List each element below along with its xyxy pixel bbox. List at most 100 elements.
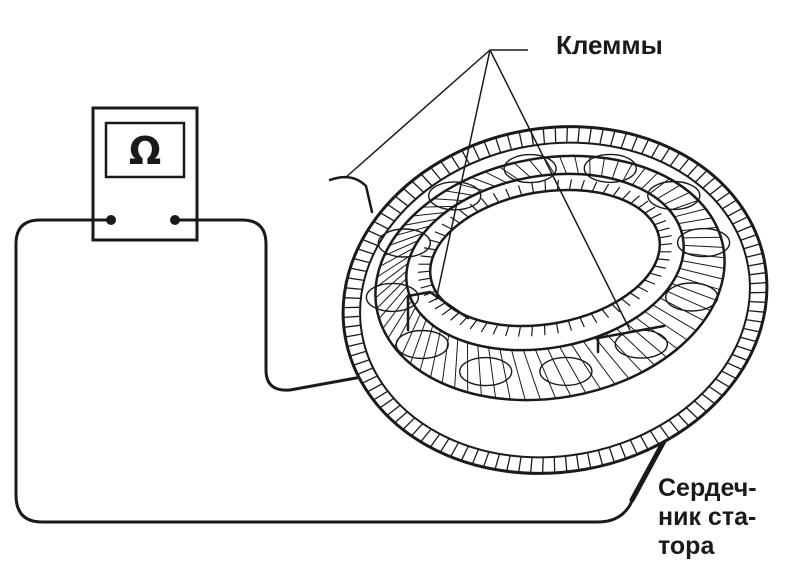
lamination-rib — [731, 216, 749, 225]
lamination-rib — [482, 451, 490, 468]
lamination-rib — [721, 199, 738, 210]
lamination-rib — [346, 342, 365, 348]
lamination-rib — [736, 224, 754, 233]
lamination-rib — [597, 449, 604, 467]
bore-tooth — [481, 321, 488, 333]
coil-strand — [484, 171, 508, 184]
bore-tooth — [418, 277, 432, 281]
lamination-rib — [439, 437, 450, 453]
bore-tooth — [441, 307, 453, 316]
bore-tooth — [505, 188, 511, 200]
lamination-rib — [450, 154, 461, 170]
lamination-rib — [402, 187, 417, 200]
lamination-rib — [599, 128, 604, 146]
lamination-rib — [542, 127, 546, 145]
coil-strand — [631, 167, 646, 186]
lamination-rib — [714, 378, 731, 388]
bore-tooth — [656, 227, 670, 232]
coil-strand — [389, 232, 425, 246]
lamination-rib — [344, 287, 363, 291]
terminal-wire-3 — [596, 324, 666, 354]
lamination-rib — [430, 166, 442, 181]
lamination-rib — [361, 375, 379, 384]
coil-strand — [605, 332, 643, 373]
lamination-rib — [349, 267, 368, 273]
bore-tooth — [629, 292, 640, 300]
coil-strand — [477, 344, 482, 397]
coil-strand — [679, 267, 724, 280]
bore-tooth — [590, 313, 598, 323]
lamination-rib — [460, 445, 470, 462]
stator — [328, 125, 769, 475]
lamination-rib — [449, 441, 460, 458]
coil-strand — [375, 270, 408, 299]
bore-tooth — [492, 193, 500, 203]
bore-tooth — [653, 220, 667, 226]
coil-loop — [583, 153, 637, 184]
bore-tooth — [637, 200, 649, 209]
stator-core-label-line-2: ник ста- — [658, 503, 757, 531]
lamination-rib — [357, 248, 375, 255]
lamination-rib — [352, 257, 371, 264]
coil-strand — [644, 311, 688, 341]
lamination-rib — [743, 243, 761, 250]
coil-strand — [419, 324, 434, 372]
bore-tooth — [630, 195, 640, 205]
lamination-rib — [702, 176, 716, 189]
bore-tooth — [620, 298, 631, 307]
lamination-rib — [686, 163, 700, 178]
ohmmeter-display — [104, 121, 186, 179]
bore-tooth — [658, 235, 672, 239]
coil-strand — [511, 349, 526, 401]
coil-strand — [682, 236, 722, 239]
coil-loop — [503, 153, 557, 184]
bore-tooth — [492, 323, 499, 335]
lamination-rib — [742, 327, 761, 333]
coil-strand — [547, 348, 572, 397]
lamination-rib — [685, 406, 699, 420]
coil-strand — [534, 349, 557, 399]
bore-tooth — [450, 216, 461, 224]
lamination-rib — [720, 370, 737, 380]
bore-tooth — [644, 206, 656, 214]
coil-strand — [378, 285, 408, 320]
coil-loop — [665, 282, 719, 312]
coil-strand — [376, 255, 411, 278]
lamination-rib — [747, 309, 766, 313]
bore-tooth — [568, 179, 573, 191]
bore-tooth — [469, 203, 479, 213]
lamination-rib — [373, 220, 390, 230]
lamination-rib — [472, 144, 481, 161]
coil-strand — [600, 157, 605, 178]
stator-core-label-line-1: Сердеч- — [658, 474, 757, 502]
lamination-rib — [402, 417, 416, 431]
lamination-rib — [494, 453, 501, 471]
bore-tooth — [428, 239, 441, 244]
terminals-callout — [344, 49, 631, 331]
callout-line-2 — [435, 49, 491, 301]
coil-strand — [626, 322, 667, 358]
lamination-rib — [608, 446, 616, 464]
lamination-rib — [659, 424, 670, 440]
coil-strand — [665, 290, 711, 312]
lamination-rib — [693, 400, 708, 413]
bore-tooth — [602, 183, 610, 195]
coil-strand — [669, 199, 699, 211]
lamination-rib — [640, 138, 650, 155]
lamination-rib — [410, 422, 424, 437]
coil-strand — [649, 178, 670, 195]
lamination-rib — [619, 443, 627, 460]
lamination-rib — [678, 157, 690, 172]
lamination-rib — [367, 229, 384, 238]
lamination-rib — [420, 428, 432, 443]
stator-core-label-line-3: тора — [658, 532, 715, 560]
coil-loop — [365, 282, 420, 313]
ohmmeter: Ω — [91, 106, 199, 242]
lamination-rib — [529, 456, 533, 474]
coil-strand — [663, 191, 691, 205]
bore-tooth — [591, 181, 598, 193]
bore-tooth — [601, 308, 609, 318]
bore-tooth — [420, 255, 434, 258]
lamination-rib — [748, 272, 767, 276]
